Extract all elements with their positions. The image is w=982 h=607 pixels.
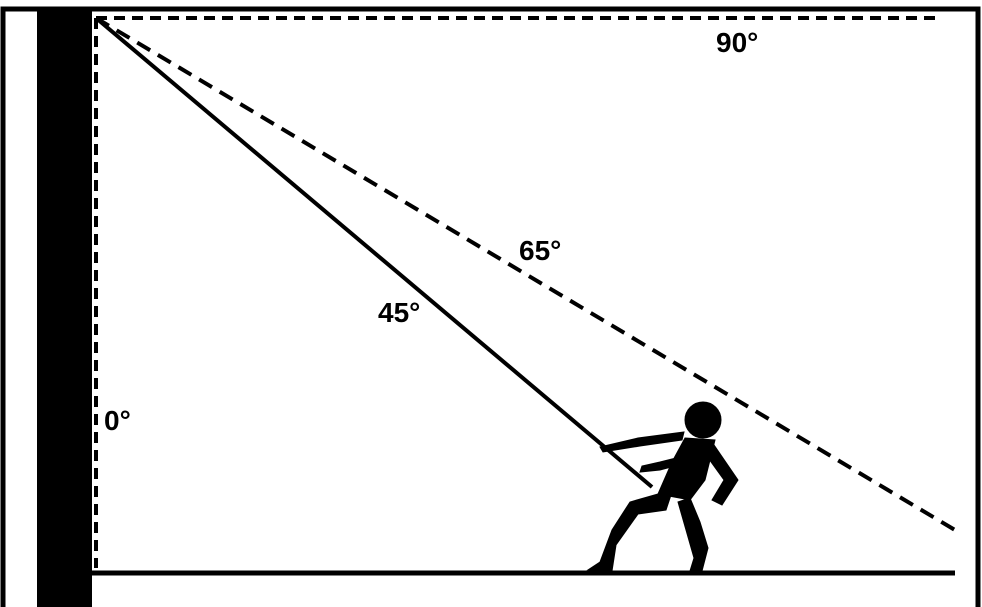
label-45-degrees: 45°: [378, 297, 420, 328]
person-figure: [586, 401, 739, 572]
person-back-arm: [705, 440, 739, 506]
rope-line-45: [94, 16, 654, 489]
person-back-leg: [677, 497, 709, 572]
person-torso: [657, 437, 716, 501]
label-65-degrees: 65°: [519, 235, 561, 266]
label-90-degrees: 90°: [716, 27, 758, 58]
wall-post: [37, 9, 92, 607]
person-lower-arm: [639, 454, 691, 473]
person-front-arm: [599, 431, 685, 453]
person-head: [684, 401, 722, 439]
reference-line-65: [94, 16, 957, 532]
outer-frame: [0, 6, 981, 607]
person-front-leg: [586, 491, 673, 572]
label-0-degrees: 0°: [104, 405, 131, 436]
